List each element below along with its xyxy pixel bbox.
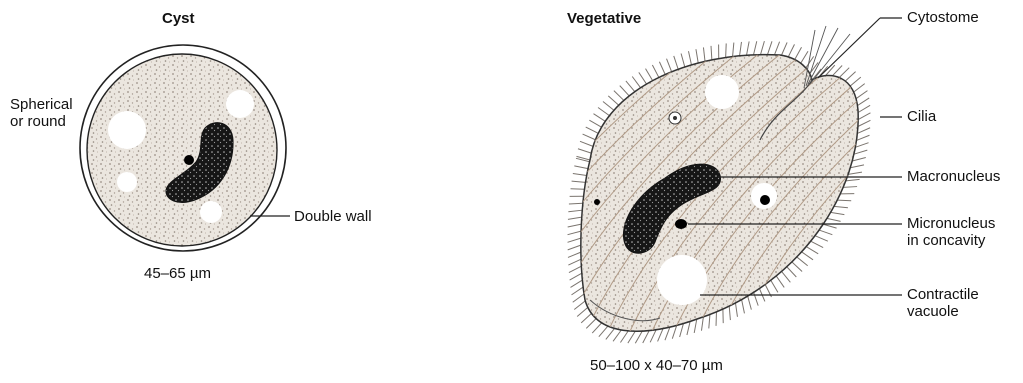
vacuole-label-2: vacuole [907,303,959,321]
cyst-vacuole [108,111,146,149]
cyst-figure [80,45,290,251]
cilia-label: Cilia [907,108,936,126]
contractile-vacuole [657,255,707,305]
granule [760,195,770,205]
cyst-size: 45–65 µm [144,265,211,283]
cyst-title: Cyst [162,10,195,28]
micronucleus-label-1: Micronucleus [907,215,995,233]
cytostome-label: Cytostome [907,9,979,27]
vegetative-micronucleus [675,219,687,229]
cyst-micronucleus [184,155,194,165]
cyst-vacuole [200,201,222,223]
cyst-vacuole [117,172,137,192]
contractile-vacuole [705,75,739,109]
cyst-vacuole [226,90,254,118]
vegetative-size: 50–100 x 40–70 µm [590,357,723,375]
cyst-inner-wall [87,54,277,246]
cyst-wall-label: Double wall [294,208,372,226]
vacuole-label-1: Contractile [907,286,979,304]
cyst-shape-label-1: Spherical [10,96,73,114]
cyst-shape-label-2: or round [10,113,66,131]
vegetative-title: Vegetative [567,10,641,28]
food-vacuole-dot [673,116,677,120]
small-granule [594,199,600,205]
macronucleus-label: Macronucleus [907,168,1000,186]
micronucleus-label-2: in concavity [907,232,985,250]
